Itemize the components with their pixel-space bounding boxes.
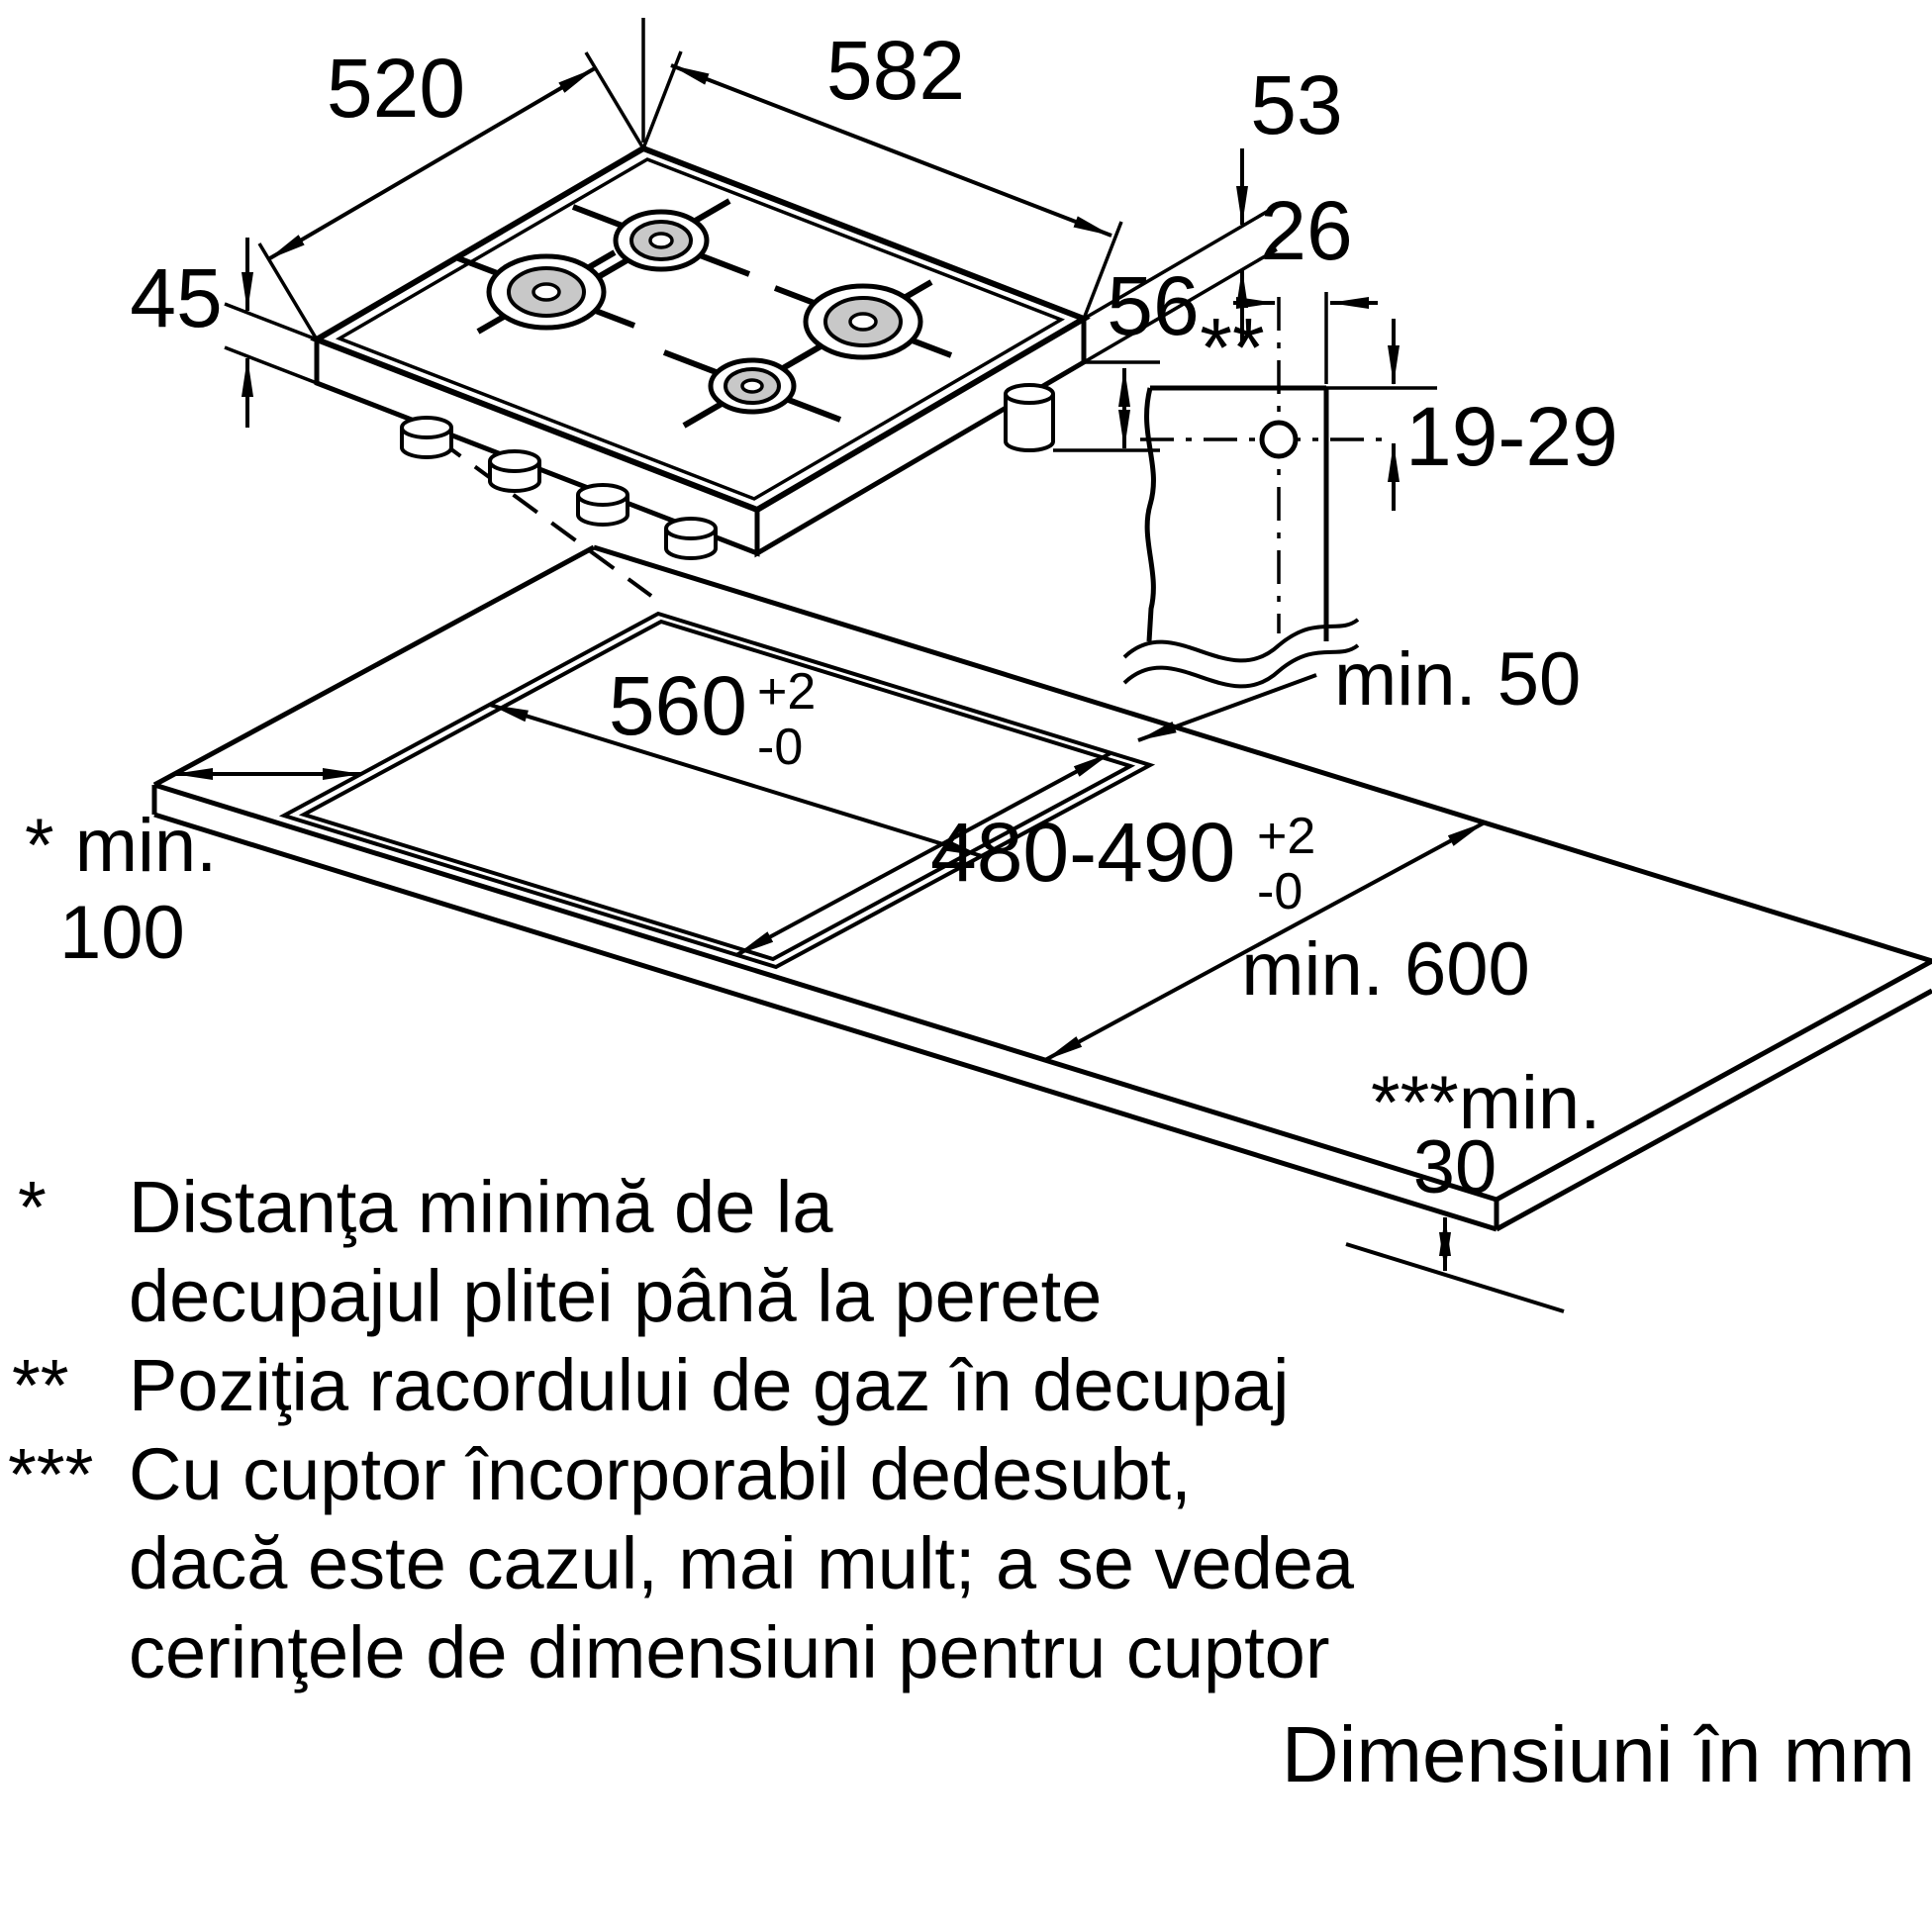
gas-connection-hole: [1259, 420, 1299, 459]
footnote-3-marker: ***: [8, 1433, 93, 1515]
dim-label-45: 45: [130, 251, 222, 344]
dim-label-480-490-tol-plus: +2: [1257, 808, 1315, 865]
worktop-front-edge-top: [153, 782, 1497, 1203]
footnote-1-line-2: decupajul plitei până la perete: [129, 1255, 1102, 1337]
footnote-1-marker: *: [18, 1166, 47, 1248]
burner-back: [613, 209, 710, 272]
hob-dimensions: 520 582 53 45 56: [130, 18, 1343, 452]
detail-break-line-2: [1122, 643, 1360, 689]
worktop-left-edge: [152, 544, 596, 788]
detail-break-line-1: [1122, 618, 1360, 663]
ref-line-min-30: [1345, 1242, 1565, 1313]
ext-line-45-bottom: [224, 345, 318, 385]
dim-line-582: [670, 63, 1112, 238]
burner-left: [486, 253, 607, 331]
label-min-600: min. 600: [1241, 927, 1530, 1012]
dim-label-560-tol-minus: -0: [757, 719, 803, 776]
footnote-3-line-3: cerinţele de dimensiuni pentru cuptor: [129, 1611, 1329, 1693]
ext-line-45-top: [224, 302, 318, 341]
units-caption: Dimensiuni în mm: [1282, 1710, 1915, 1798]
dim-line-520: [266, 66, 597, 261]
dim-label-560: 560: [609, 659, 747, 752]
footnotes: * Distanţa minimă de la decupajul plitei…: [8, 1166, 1355, 1693]
dim-label-520: 520: [327, 42, 465, 135]
hob-control-knobs: [400, 416, 718, 560]
ext-line-520-right: [584, 51, 645, 149]
burner-right: [803, 283, 923, 360]
footnote-3-line-1: Cu cuptor încorporabil dedesubt,: [129, 1433, 1192, 1515]
label-min-30-marker: ***min.: [1371, 1061, 1600, 1145]
arrow-min-50: [1137, 673, 1317, 742]
dim-label-480-490-tol-minus: -0: [1257, 863, 1303, 920]
label-min-30-value: 30: [1413, 1125, 1497, 1209]
worktop-back-edge: [593, 544, 1932, 964]
dim-label-560-tol-plus: +2: [757, 663, 816, 721]
worktop-drawing: [151, 352, 1932, 1232]
dim-label-19-29: 19-29: [1405, 390, 1618, 483]
dim-label-53: 53: [1250, 58, 1342, 151]
dim-label-26: 26: [1260, 184, 1352, 277]
footnote-3-line-2: dacă este cazul, mai mult; a se vedea: [129, 1522, 1355, 1604]
detail-left-edge: [1144, 387, 1156, 642]
worktop-right-edge-top: [1495, 958, 1932, 1203]
gas-position-marker: **: [1200, 301, 1264, 394]
ext-line-582-right: [1082, 221, 1123, 320]
label-min-50: min. 50: [1334, 637, 1581, 722]
label-min-100-marker: * min.: [25, 804, 217, 888]
dim-label-480-490: 480-490: [930, 806, 1235, 899]
hob-top-rim: [335, 157, 1066, 501]
dim-label-56: 56: [1107, 259, 1199, 352]
dim-line-min-600: [1044, 821, 1486, 1062]
footnote-1-line-1: Distanţa minimă de la: [129, 1166, 833, 1248]
footnote-2-marker: **: [12, 1344, 69, 1426]
cutout-outer-edge: [278, 611, 1156, 970]
gas-connection-detail: 26 ** 19-29: [1122, 184, 1618, 689]
cutout-dimensions: 560 +2 -0 480-490 +2 -0 min. 50 * min. 1…: [25, 637, 1600, 1313]
burner-front: [708, 357, 797, 415]
hob-foot: [1004, 383, 1055, 452]
worktop-right-edge-bottom: [1495, 988, 1932, 1232]
dim-label-582: 582: [826, 24, 965, 117]
label-min-100-value: 100: [59, 891, 185, 975]
footnote-2-line-1: Poziţia racordului de gaz în decupaj: [129, 1344, 1289, 1426]
dim-line-480-490: [735, 751, 1111, 957]
worktop-front-edge-bottom: [153, 812, 1497, 1232]
hob-drawing: [310, 145, 1091, 560]
